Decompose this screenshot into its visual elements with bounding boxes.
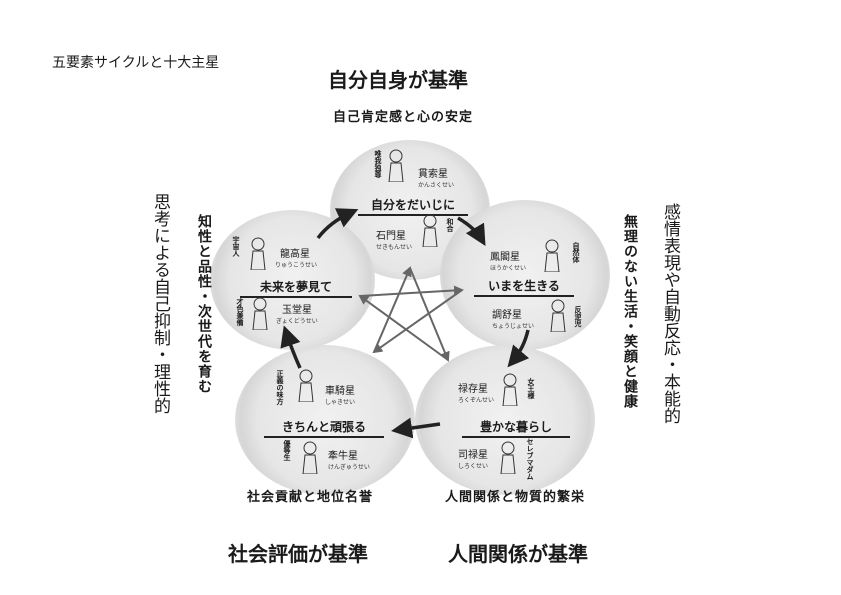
star-name-houkaku: 鳳閣星	[490, 252, 520, 263]
star-reading-shiroku: しろくせい	[458, 463, 489, 470]
character-icon	[388, 149, 404, 182]
top-heading: 自分自身が基準	[328, 68, 468, 92]
star-tag-sekimon: 和合	[446, 218, 454, 232]
star-tag-shaki: 正義の味方	[276, 370, 284, 405]
arrow-bottom-left-to-left	[280, 325, 302, 369]
star-name-gyokudou: 玉堂星	[282, 305, 312, 316]
star-name-kansaku: 貫索星	[418, 169, 448, 180]
left-heading: 思考による自己抑制・理性的	[150, 193, 170, 414]
bottom-left-heading: 社会評価が基準	[228, 542, 368, 566]
star-name-sekimon: 石門星	[376, 231, 406, 242]
element-circle-bottom-left	[235, 345, 415, 495]
star-line-4	[372, 289, 463, 354]
diagram-title: 五要素サイクルと十大主星	[52, 55, 220, 71]
right-heading: 感情表現や自動反応・本能的	[660, 203, 680, 424]
star-name-kengyu: 牽牛星	[328, 451, 358, 462]
star-tag-choujo: 反逆児	[574, 306, 582, 327]
star-name-rokuzon: 禄存星	[458, 384, 488, 395]
star-reading-kengyu: けんぎゅうせい	[328, 464, 370, 471]
star-reading-rokuzon: ろくぞんせい	[458, 397, 495, 404]
star-reading-sekimon: せきもんせい	[376, 244, 413, 251]
star-tag-kansaku: 唯我独尊	[374, 150, 382, 178]
left-subheading: 知性と品性・次世代を育む	[196, 214, 212, 394]
character-icon	[302, 441, 318, 474]
bottom-right-subheading: 人間関係と物質的繁栄	[445, 490, 586, 505]
right-subheading: 無理のない生活・笑顔と健康	[622, 214, 638, 409]
star-reading-kansaku: かんさくせい	[418, 182, 455, 189]
star-name-choujo: 調舒星	[492, 310, 522, 321]
arrow-top-to-right	[457, 216, 486, 247]
star-tag-shiroku: セレブマダム	[526, 438, 534, 480]
character-icon	[250, 237, 266, 270]
character-icon	[422, 214, 438, 247]
arrow-bottom-right-to-bottom-left	[391, 417, 441, 439]
top-subheading: 自己肯定感と心の安定	[333, 110, 474, 125]
star-reading-gyokudou: ぎょくどうせい	[276, 318, 318, 325]
bottom-right-heading: 人間関係が基準	[448, 542, 588, 566]
element-banner-top: 自分をだいじに	[358, 196, 468, 216]
star-tag-houkaku: 自然体	[572, 242, 580, 263]
character-icon	[500, 441, 516, 474]
character-icon	[544, 239, 560, 272]
arrow-right-to-bottom-right	[507, 329, 530, 368]
star-line-3	[359, 285, 464, 297]
element-banner-bottom-right: 豊かな暮らし	[462, 418, 570, 438]
character-icon	[298, 369, 314, 402]
star-line-2	[358, 294, 449, 361]
character-icon	[502, 373, 518, 406]
star-tag-kengyu: 優等生	[283, 440, 291, 461]
star-name-shiroku: 司禄星	[458, 450, 488, 461]
star-reading-shaki: しゃきせい	[325, 399, 356, 406]
star-reading-choujo: ちょうじょせい	[492, 323, 535, 330]
star-tag-gyokudou: 才色兼備	[236, 298, 244, 326]
character-icon	[550, 299, 566, 332]
element-banner-left: 未来を夢見て	[240, 278, 352, 298]
arrow-left-to-top	[316, 208, 359, 240]
star-name-shaki: 車騎星	[325, 386, 355, 397]
bottom-left-subheading: 社会貢献と地位名誉	[247, 490, 374, 505]
star-reading-houkaku: ほうかくせい	[490, 265, 527, 272]
star-name-ryuukou: 龍高星	[280, 249, 310, 260]
element-banner-right: いまを生きる	[474, 277, 574, 297]
element-circle-bottom-right	[415, 345, 595, 495]
element-banner-bottom-left: きちんと頑張る	[264, 418, 384, 438]
character-icon	[252, 297, 268, 330]
star-line-5	[373, 266, 412, 353]
star-tag-ryuukou: 宇宙人	[232, 236, 240, 257]
star-reading-ryuukou: りゅうこうせい	[275, 262, 318, 269]
star-tag-rokuzon: 女王様	[527, 378, 535, 399]
